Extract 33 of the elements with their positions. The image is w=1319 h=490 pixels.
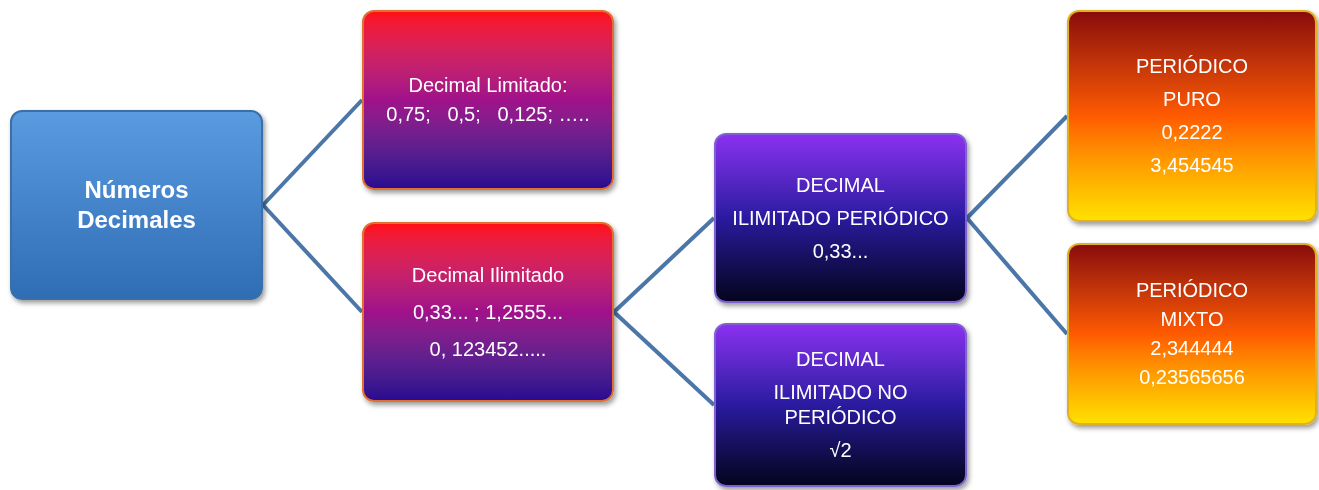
box-text: PERIÓDICO — [1135, 54, 1249, 79]
connector-line — [261, 203, 364, 314]
box-text: PERIÓDICO — [1135, 278, 1249, 303]
connector-line — [612, 310, 716, 407]
box-text: 0,23565656 — [1139, 365, 1245, 390]
connector-line — [965, 114, 1069, 220]
category-box — [10, 110, 263, 300]
box-text: 0,2222 — [1161, 120, 1223, 145]
box-text: √2 — [829, 438, 852, 463]
category-box — [1067, 10, 1317, 222]
box-text: 0,33... ; 1,2555... — [412, 299, 564, 325]
connector-line — [612, 216, 716, 314]
box-text: Decimal Limitado: — [408, 73, 568, 98]
box-text: MIXTO — [1160, 307, 1224, 332]
category-box — [362, 222, 614, 402]
category-box — [714, 323, 967, 487]
box-text: 3,454545 — [1150, 153, 1234, 178]
box-text: 0, 123452..... — [429, 336, 547, 362]
category-box — [714, 133, 967, 303]
category-box — [1067, 243, 1317, 425]
box-text: Decimal Ilimitado — [411, 262, 565, 288]
connector-line — [965, 216, 1069, 336]
box-text: DECIMAL — [796, 172, 885, 198]
connector-line — [261, 98, 364, 207]
box-text: DECIMAL — [796, 347, 885, 372]
box-text: ILIMITADO PERIÓDICO — [732, 205, 949, 231]
box-text: 0,75; 0,5; 0,125; ….. — [386, 102, 590, 127]
box-text: 2,344444 — [1150, 336, 1234, 361]
box-text: ILIMITADO NO PERIÓDICO — [772, 380, 909, 430]
box-text: 0,33... — [812, 238, 869, 264]
box-text: PURO — [1163, 87, 1221, 112]
category-box — [362, 10, 614, 190]
box-text: Números Decimales — [76, 175, 197, 235]
